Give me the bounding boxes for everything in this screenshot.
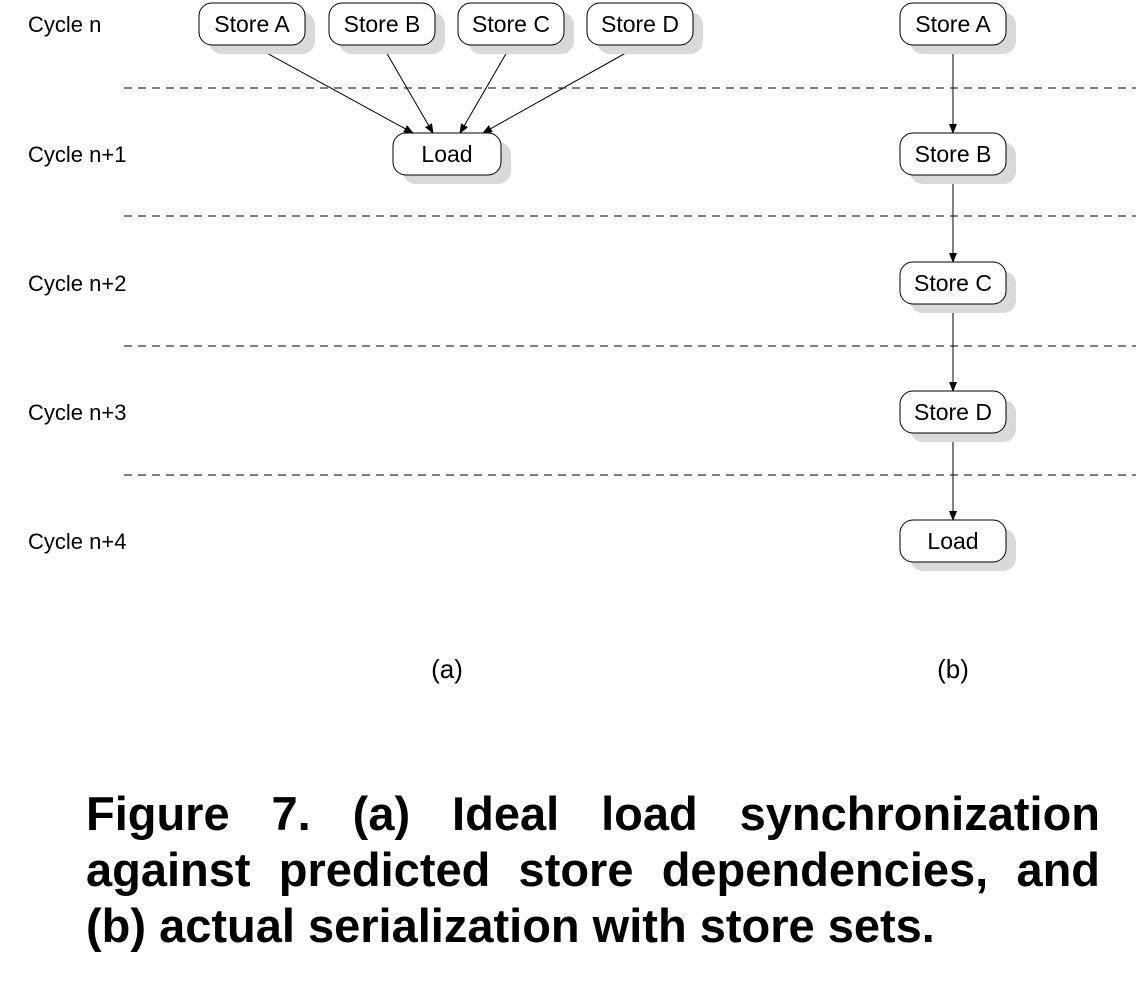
node-box: Store D [586, 2, 703, 54]
node-label: Load [927, 528, 978, 554]
node-box: Load [899, 519, 1016, 571]
cycle-label: Cycle n+2 [28, 271, 126, 296]
subfigure-label-b: (b) [937, 654, 969, 684]
cycle-label: Cycle n+1 [28, 142, 126, 167]
dependency-arrow [459, 44, 512, 134]
node-label: Store D [914, 399, 992, 425]
node-outline [899, 2, 1007, 46]
dependency-arrow [381, 44, 434, 134]
dependency-arrow [251, 44, 414, 134]
node-label: Store B [915, 141, 992, 167]
node-box: Store C [899, 261, 1016, 313]
node-outline [392, 132, 502, 176]
node-outline [899, 261, 1007, 305]
node-box: Store C [457, 2, 574, 54]
node-label: Store B [344, 11, 421, 37]
node-outline [457, 2, 565, 46]
node-box: Store B [899, 132, 1016, 184]
node-box: Store B [328, 2, 445, 54]
node-outline [328, 2, 436, 46]
node-box: Store A [198, 2, 315, 54]
node-label: Store C [914, 270, 992, 296]
subfigure-label-a: (a) [431, 654, 463, 684]
node-label: Store A [915, 11, 991, 37]
node-label: Store A [214, 11, 290, 37]
node-box: Store A [899, 2, 1016, 54]
node-label: Store C [472, 11, 550, 37]
dependency-arrow [482, 44, 641, 134]
cycle-label: Cycle n+4 [28, 529, 126, 554]
node-outline [586, 2, 694, 46]
cycle-label: Cycle n [28, 12, 101, 37]
node-outline [198, 2, 306, 46]
node-outline [899, 390, 1007, 434]
node-outline [899, 132, 1007, 176]
figure-caption: Figure 7. (a) Ideal load synchronization… [86, 787, 1100, 952]
node-box: Load [392, 132, 511, 184]
node-box: Store D [899, 390, 1016, 442]
node-label: Load [421, 141, 472, 167]
cycle-label: Cycle n+3 [28, 400, 126, 425]
node-label: Store D [601, 11, 679, 37]
node-outline [899, 519, 1007, 563]
